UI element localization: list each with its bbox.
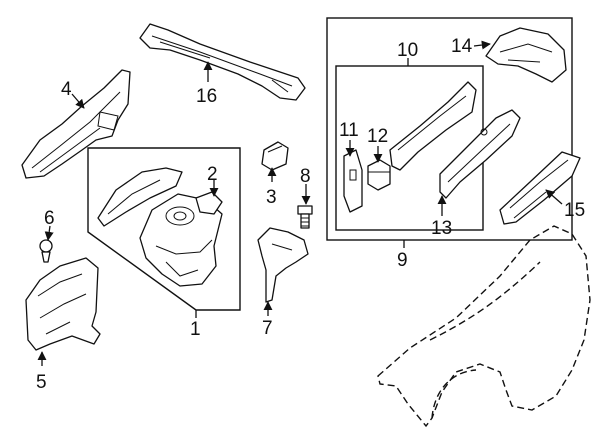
callout-11: 11 <box>339 120 359 141</box>
callout-1: 1 <box>190 319 201 340</box>
leader-14 <box>473 40 491 50</box>
callout-12: 12 <box>367 126 388 147</box>
part-12-bracket <box>367 159 391 191</box>
leader-15 <box>545 189 563 205</box>
part-11-plate <box>343 149 363 213</box>
part-10-rail <box>389 81 477 171</box>
leader-4 <box>71 93 85 109</box>
callout-16: 16 <box>196 86 217 107</box>
callout-10: 10 <box>397 40 418 61</box>
leader-6 <box>44 225 54 241</box>
callout-4: 4 <box>61 79 72 100</box>
part-15-reinforcement <box>499 151 581 225</box>
callout-2: 2 <box>207 164 218 185</box>
part-4-side-member <box>21 69 131 179</box>
part-14-extension <box>485 27 567 83</box>
part-6-clip <box>39 239 53 263</box>
part-3-bracket <box>261 141 289 171</box>
callout-3: 3 <box>266 187 277 208</box>
group-box-9 <box>326 17 573 241</box>
part-2-bracket <box>195 191 223 215</box>
group-box-1 <box>87 147 241 311</box>
part-5-splash-shield <box>25 257 101 351</box>
part-16-upper-support <box>139 23 306 101</box>
callout-6: 6 <box>44 208 55 229</box>
callout-7: 7 <box>262 318 273 339</box>
part-1-apron-assembly <box>97 167 223 287</box>
part-8-bolt <box>297 205 313 229</box>
callout-13: 13 <box>431 218 452 239</box>
callout-5: 5 <box>36 372 47 393</box>
part-7-bracket <box>257 227 309 303</box>
callout-15: 15 <box>564 200 585 221</box>
callout-14: 14 <box>451 36 473 57</box>
callout-9: 9 <box>397 250 408 271</box>
callout-8: 8 <box>300 166 311 187</box>
fender-outline <box>377 225 591 428</box>
